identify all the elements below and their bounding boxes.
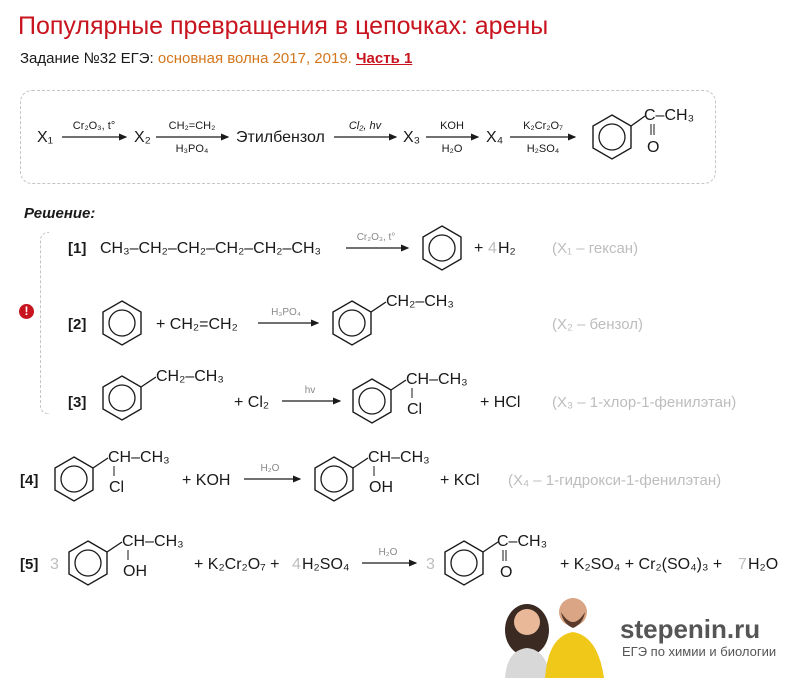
- step5-group: CH–CH₃: [122, 533, 184, 550]
- step2-num: [2]: [68, 316, 86, 333]
- step5-plus1: + K₂Cr₂O₇ +: [194, 556, 280, 573]
- brand-site[interactable]: stepenin.ru: [620, 614, 761, 644]
- step3-cond: hv: [305, 385, 316, 396]
- step5-prod-group: C–CH₃: [497, 533, 547, 550]
- step5-water: H₂O: [748, 556, 778, 573]
- task-cond-5-top: K₂Cr₂O₇: [523, 120, 563, 132]
- step5-coef1: 3: [50, 556, 59, 573]
- step4-prod-sub: OH: [369, 479, 393, 496]
- task-wave: основная волна 2017, 2019.: [157, 50, 352, 67]
- step3-group: CH₂–CH₃: [156, 368, 224, 385]
- step1-cond: Cr₂O₃, t°: [357, 232, 396, 243]
- warning-icon: !: [19, 304, 34, 319]
- step5-acid: H₂SO₄: [302, 556, 349, 573]
- step5-coef2: 4: [292, 556, 301, 573]
- step3-reagent: + Cl₂: [234, 394, 269, 411]
- task-x3: X₃: [403, 129, 420, 146]
- step4-extra: + KCl: [440, 472, 480, 489]
- step4-group: CH–CH₃: [108, 449, 170, 466]
- task-cond-5-bottom: H₂SO₄: [527, 143, 560, 155]
- task-x1: X₁: [37, 129, 53, 146]
- step5-coef3: 3: [426, 556, 435, 573]
- step2-reagent: + CH₂=CH₂: [156, 316, 238, 333]
- step4-reagent: + KOH: [182, 472, 230, 489]
- brand-tagline: ЕГЭ по химии и биологии: [622, 644, 777, 659]
- step2-cond: H₃PO₄: [271, 307, 301, 318]
- presenters-photo: [505, 598, 604, 678]
- step1-reactant: CH₃–CH₂–CH₂–CH₂–CH₂–CH₃: [100, 240, 321, 257]
- step4-num: [4]: [20, 472, 38, 489]
- task-subtitle: Задание №32 ЕГЭ: основная волна 2017, 20…: [20, 50, 412, 67]
- page-title: Популярные превращения в цепочках: арены: [18, 12, 549, 40]
- step5-tail: + K₂SO₄ + Cr₂(SO₄)₃ +: [560, 556, 722, 573]
- task-cond-2-top: CH₂=CH₂: [169, 120, 216, 132]
- step3-prod-group: CH–CH₃: [406, 371, 468, 388]
- solution-bracket: [40, 232, 49, 414]
- step1-h2: H₂: [498, 240, 516, 257]
- task-cond-4-top: KOH: [440, 120, 464, 132]
- task-ethylbenzene: Этилбензол: [236, 129, 325, 146]
- task-cond-3: Cl₂, hv: [349, 120, 383, 132]
- step4-sub: Cl: [109, 479, 124, 496]
- step5-cond: H₂O: [379, 547, 398, 558]
- task-product-o: O: [647, 139, 659, 156]
- step3-note: (X₃ – 1-хлор-1-фенилэтан): [552, 394, 736, 411]
- step4-prod-group: CH–CH₃: [368, 449, 430, 466]
- step2-group: CH₂–CH₃: [386, 293, 454, 310]
- step4-note: (X₄ – 1-гидрокси-1-фенилэтан): [508, 472, 721, 489]
- task-cond-2-bottom: H₃PO₄: [176, 143, 209, 155]
- solution-heading: Решение:: [24, 205, 96, 222]
- task-product-group: C–CH₃: [644, 107, 694, 124]
- task-cond-1: Cr₂O₃, t°: [73, 120, 115, 132]
- step4-cond: H₂O: [261, 463, 280, 474]
- task-cond-4-bottom: H₂O: [442, 143, 463, 155]
- task-prefix: Задание №32 ЕГЭ:: [20, 50, 154, 67]
- step2-note: (X₂ – бензол): [552, 316, 643, 333]
- step3-num: [3]: [68, 394, 86, 411]
- task-x2: X₂: [134, 129, 151, 146]
- step5-sub: OH: [123, 563, 147, 580]
- task-box: [20, 90, 716, 184]
- step5-num: [5]: [20, 556, 38, 573]
- step3-prod-sub: Cl: [407, 401, 422, 418]
- task-product-ring: [592, 114, 632, 160]
- step1-plus: +: [474, 240, 483, 257]
- step1-note: (X₁ – гексан): [552, 240, 638, 257]
- step5-coef4: 7: [738, 556, 747, 573]
- step5-prod-o: O: [500, 564, 512, 581]
- task-x4: X₄: [486, 129, 503, 146]
- step3-extra: + HCl: [480, 394, 520, 411]
- step1-coef: 4: [488, 240, 497, 257]
- part-link[interactable]: Часть 1: [356, 50, 413, 67]
- step1-num: [1]: [68, 240, 86, 257]
